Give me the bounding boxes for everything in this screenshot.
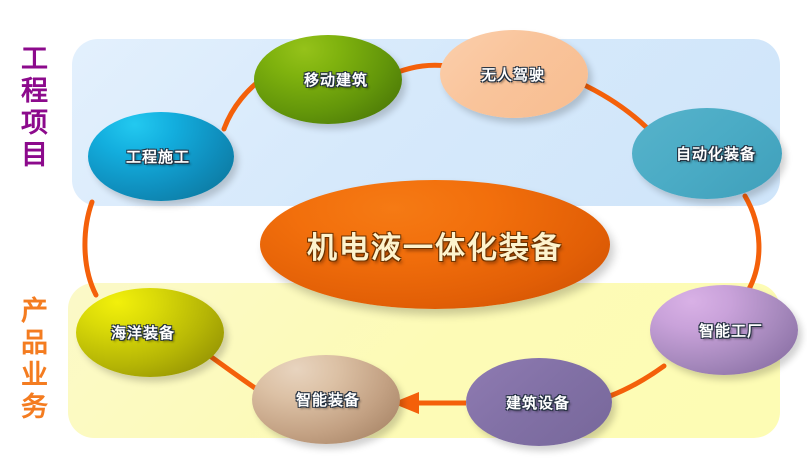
node-center-core-label: 机电液一体化装备 — [307, 231, 563, 265]
node-construction-label: 工程施工 — [125, 149, 190, 166]
node-autonomous-driving-label: 无人驾驶 — [480, 66, 545, 84]
node-automation-equipment-label: 自动化装备 — [675, 146, 756, 163]
node-mobile-building[interactable]: 移动建筑 — [254, 35, 402, 124]
section-label-product-business: 产品业务 — [17, 296, 47, 424]
node-mobile-building-label: 移动建筑 — [303, 72, 368, 89]
node-autonomous-driving[interactable]: 无人驾驶 — [440, 30, 588, 118]
node-marine-equipment-label: 海洋装备 — [110, 325, 175, 342]
node-center-core[interactable]: 机电液一体化装备 — [260, 180, 610, 309]
node-building-equipment-label: 建筑设备 — [505, 394, 570, 412]
node-building-equipment[interactable]: 建筑设备 — [466, 358, 612, 446]
section-label-engineering-projects: 工程项目 — [17, 44, 47, 172]
connector-marine-equipment-to-construction — [82, 199, 99, 298]
node-marine-equipment[interactable]: 海洋装备 — [76, 288, 224, 377]
node-construction[interactable]: 工程施工 — [88, 112, 234, 201]
node-automation-equipment[interactable]: 自动化装备 — [632, 108, 782, 199]
node-smart-equipment[interactable]: 智能装备 — [252, 355, 400, 444]
node-smart-equipment-label: 智能装备 — [295, 392, 360, 409]
node-smart-factory-label: 智能工厂 — [698, 322, 763, 340]
node-smart-factory[interactable]: 智能工厂 — [650, 285, 798, 375]
connector-automation-equipment-to-smart-factory — [742, 193, 762, 294]
